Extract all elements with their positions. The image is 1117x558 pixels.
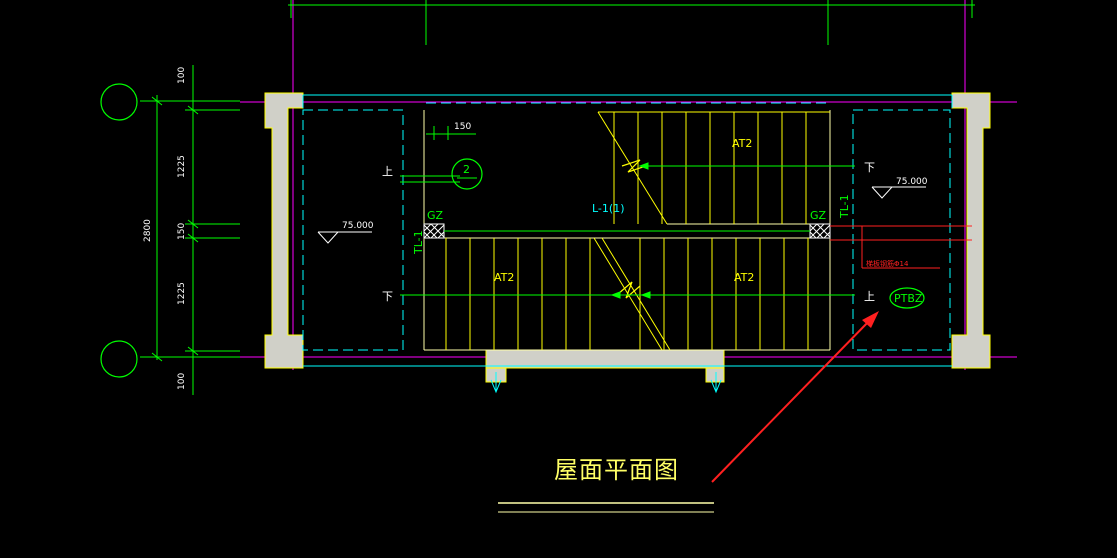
- top-dimension-lines: [288, 0, 975, 45]
- elevation-right: 75.000: [896, 177, 928, 187]
- stub-arrows: [490, 372, 722, 394]
- section-mark-circle: [451, 158, 483, 190]
- label-tie-beam-right: TL-1: [838, 194, 851, 219]
- stair-bay-frame: [423, 110, 831, 351]
- dim-mid-center: 150: [177, 223, 187, 240]
- label-up-left: 上: [382, 165, 393, 178]
- red-arrow-line: [711, 317, 873, 483]
- dim-bottom: 100: [177, 373, 187, 390]
- wall-right: [951, 92, 991, 369]
- dim-top: 100: [177, 67, 187, 84]
- label-flight-lower-left: AT2: [494, 271, 514, 284]
- label-flight-upper: AT2: [732, 137, 752, 150]
- label-column-left: GZ: [427, 209, 444, 222]
- red-note: 梯板钢筋Φ14: [866, 259, 909, 268]
- dim-opening-width: 150: [454, 122, 471, 132]
- break-symbol-upper: [621, 159, 647, 173]
- slab-outline: [302, 94, 953, 367]
- columns: [423, 223, 831, 239]
- label-up-right: 上: [864, 290, 875, 303]
- wall-bottom-opening: [485, 349, 725, 369]
- red-annotation: [830, 225, 972, 269]
- slab-tag-ellipse: [889, 287, 925, 309]
- flight-lower: [445, 237, 809, 351]
- dashed-slab-right: [852, 109, 951, 351]
- label-down-right: 下: [864, 161, 875, 174]
- elevation-left: 75.000: [342, 221, 374, 231]
- label-tie-beam-left: TL-1: [412, 230, 425, 255]
- dim-mid-upper: 1225: [177, 155, 187, 178]
- dim-mid-lower: 1225: [177, 282, 187, 305]
- slab-tag: PTBZ: [894, 292, 923, 305]
- elevation-mark-left: [317, 231, 372, 244]
- wall-stub-right: [705, 367, 725, 383]
- elevation-mark-right: [871, 186, 926, 199]
- left-dimension-chain: [140, 65, 240, 395]
- dashed-slab-left: [302, 109, 404, 351]
- red-arrow-head: [862, 311, 879, 328]
- direction-arrows: [400, 162, 855, 299]
- axis-bubble-top: [100, 83, 138, 121]
- dashed-slab-regions: [302, 102, 951, 351]
- drawing-title: 屋面平面图: [554, 456, 679, 484]
- label-down-left: 下: [382, 290, 393, 303]
- column-right: [809, 223, 831, 239]
- flight-upper-right: [597, 111, 830, 225]
- walls: [264, 92, 991, 383]
- label-beam: L-1(1): [592, 202, 624, 215]
- label-column-right: GZ: [810, 209, 827, 222]
- section-mark-number: 2: [463, 163, 470, 176]
- opening-dimension: [426, 126, 476, 140]
- axis-bubble-bottom: [100, 340, 138, 378]
- break-symbol-lower: [617, 281, 641, 299]
- wall-left: [264, 92, 304, 369]
- column-left: [423, 223, 445, 239]
- dim-total: 2800: [143, 219, 153, 242]
- label-flight-lower-right: AT2: [734, 271, 754, 284]
